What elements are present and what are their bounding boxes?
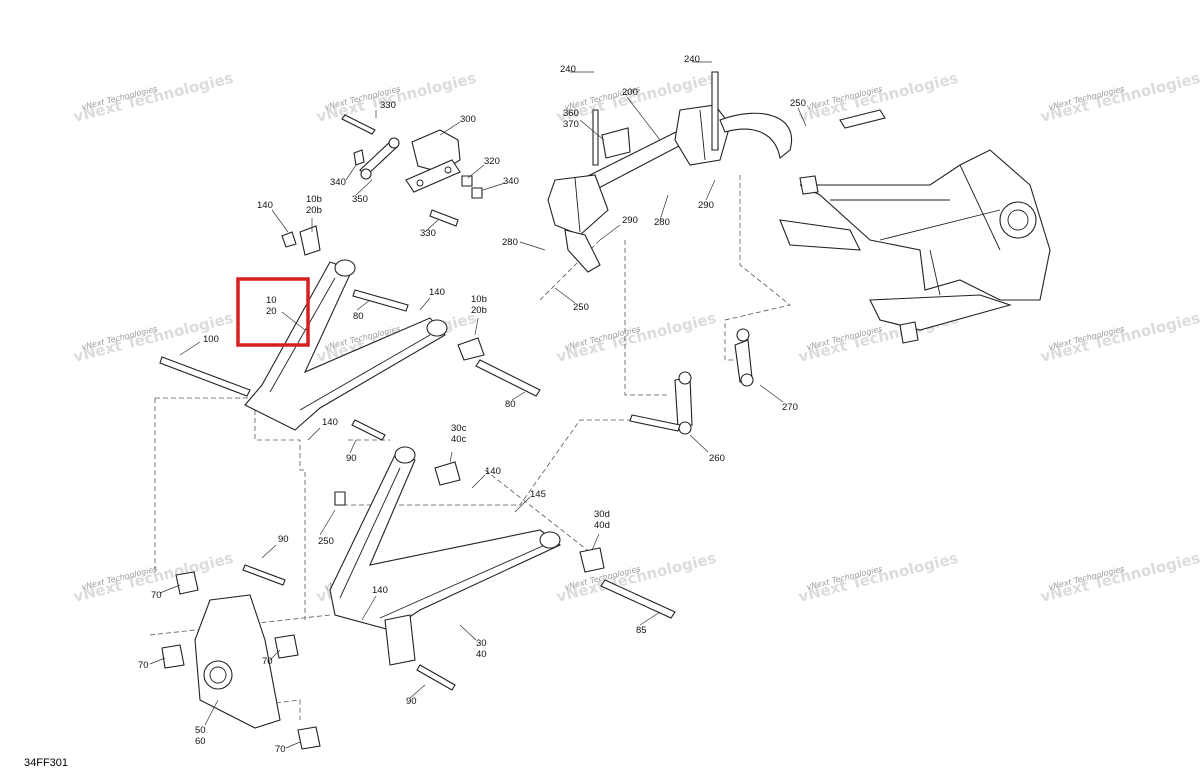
callout-c330a: 330	[380, 100, 396, 111]
watermark-large: vNext Technologies	[315, 69, 479, 126]
watermark-large: vNext Technologies	[1039, 309, 1200, 366]
callout-c10b_a-line2: 20b	[306, 205, 322, 216]
callout-c240b: 240	[684, 54, 700, 65]
sway-bar-assembly	[547, 71, 793, 273]
callout-c100: 100	[203, 334, 219, 345]
callout-c280a: 280	[502, 237, 518, 248]
callout-c10-line2: 20	[266, 306, 277, 317]
drawing-code: 34FF301	[24, 757, 68, 769]
callout-c70c: 70	[262, 656, 273, 667]
callout-c10b_b: 10b	[471, 294, 487, 305]
callout-labels: 2402402003303003603702503203403403503302…	[138, 54, 806, 755]
callout-c240a: 240	[560, 64, 576, 75]
callout-c290a: 290	[622, 215, 638, 226]
callout-c90c: 90	[406, 696, 417, 707]
callout-c320: 320	[484, 156, 500, 167]
callout-c360: 360	[563, 108, 579, 119]
upper-a-arm	[159, 225, 541, 431]
callout-c50: 50	[195, 725, 206, 736]
lower-a-arm	[242, 419, 676, 691]
watermark-large: vNext Technologies	[1039, 69, 1200, 126]
callout-c30c-line2: 40c	[451, 434, 467, 445]
callout-c30d-line2: 40d	[594, 520, 610, 531]
callout-c10: 10	[266, 295, 277, 306]
callout-c140a: 140	[257, 200, 273, 211]
callout-c90b: 90	[278, 534, 289, 545]
callout-c340a: 340	[503, 176, 519, 187]
callout-c70a: 70	[151, 590, 162, 601]
callout-c70b: 70	[138, 660, 149, 671]
callout-c10b_a: 10b	[306, 194, 322, 205]
callout-c250a: 250	[790, 98, 806, 109]
watermark-large: vNext Technologies	[72, 69, 236, 126]
callout-c280b: 280	[654, 217, 670, 228]
callout-c330b: 330	[420, 228, 436, 239]
callout-c80b: 80	[505, 399, 516, 410]
watermark-large: vNext Technologies	[555, 309, 719, 366]
callout-c300: 300	[460, 114, 476, 125]
callout-c260: 260	[709, 453, 725, 464]
callout-c50-line2: 60	[195, 736, 206, 747]
callout-c200: 200	[622, 87, 638, 98]
callout-c10b_b-line2: 20b	[471, 305, 487, 316]
callout-c250c: 250	[318, 536, 334, 547]
callout-c30-line2: 40	[476, 649, 487, 660]
callout-c140c: 140	[322, 417, 338, 428]
callout-c270: 270	[782, 402, 798, 413]
callout-c290b: 290	[698, 200, 714, 211]
callout-c250b: 250	[573, 302, 589, 313]
callout-c80a: 80	[353, 311, 364, 322]
height-sensor-assembly	[341, 114, 483, 227]
callout-c360-line2: 370	[563, 119, 579, 130]
leader-lines	[149, 61, 807, 749]
watermark-large: vNext Technologies	[1039, 549, 1200, 606]
watermark-large: vNext Technologies	[797, 549, 961, 606]
knuckle	[161, 571, 321, 750]
callout-c140e: 140	[372, 585, 388, 596]
callout-c90a: 90	[346, 453, 357, 464]
callout-c140d: 140	[485, 466, 501, 477]
assembled-suspension-view	[779, 109, 1051, 344]
stabilizer-links	[629, 328, 754, 435]
callout-c340b: 340	[330, 177, 346, 188]
callout-c350: 350	[352, 194, 368, 205]
callout-c85: 85	[636, 625, 647, 636]
selected-callout-highlight[interactable]	[236, 277, 310, 347]
callout-c140b: 140	[429, 287, 445, 298]
callout-c145: 145	[530, 489, 546, 500]
callout-c30: 30	[476, 638, 487, 649]
callout-c70d: 70	[275, 744, 286, 755]
callout-c30c: 30c	[451, 423, 467, 434]
callout-c30d: 30d	[594, 509, 610, 520]
